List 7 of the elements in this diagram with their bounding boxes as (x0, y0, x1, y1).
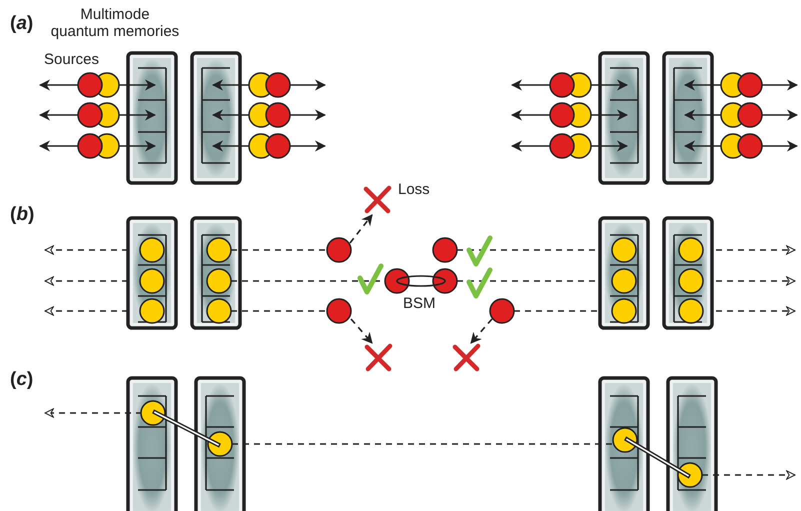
label: Loss (398, 182, 430, 198)
label: BSM (403, 296, 436, 312)
panel-label: (c) (10, 370, 34, 391)
panel-label: (b) (10, 205, 34, 226)
heading: Multimode quantum memories (50, 7, 180, 40)
label: Sources (44, 52, 100, 68)
panel-label: (a) (10, 14, 34, 35)
